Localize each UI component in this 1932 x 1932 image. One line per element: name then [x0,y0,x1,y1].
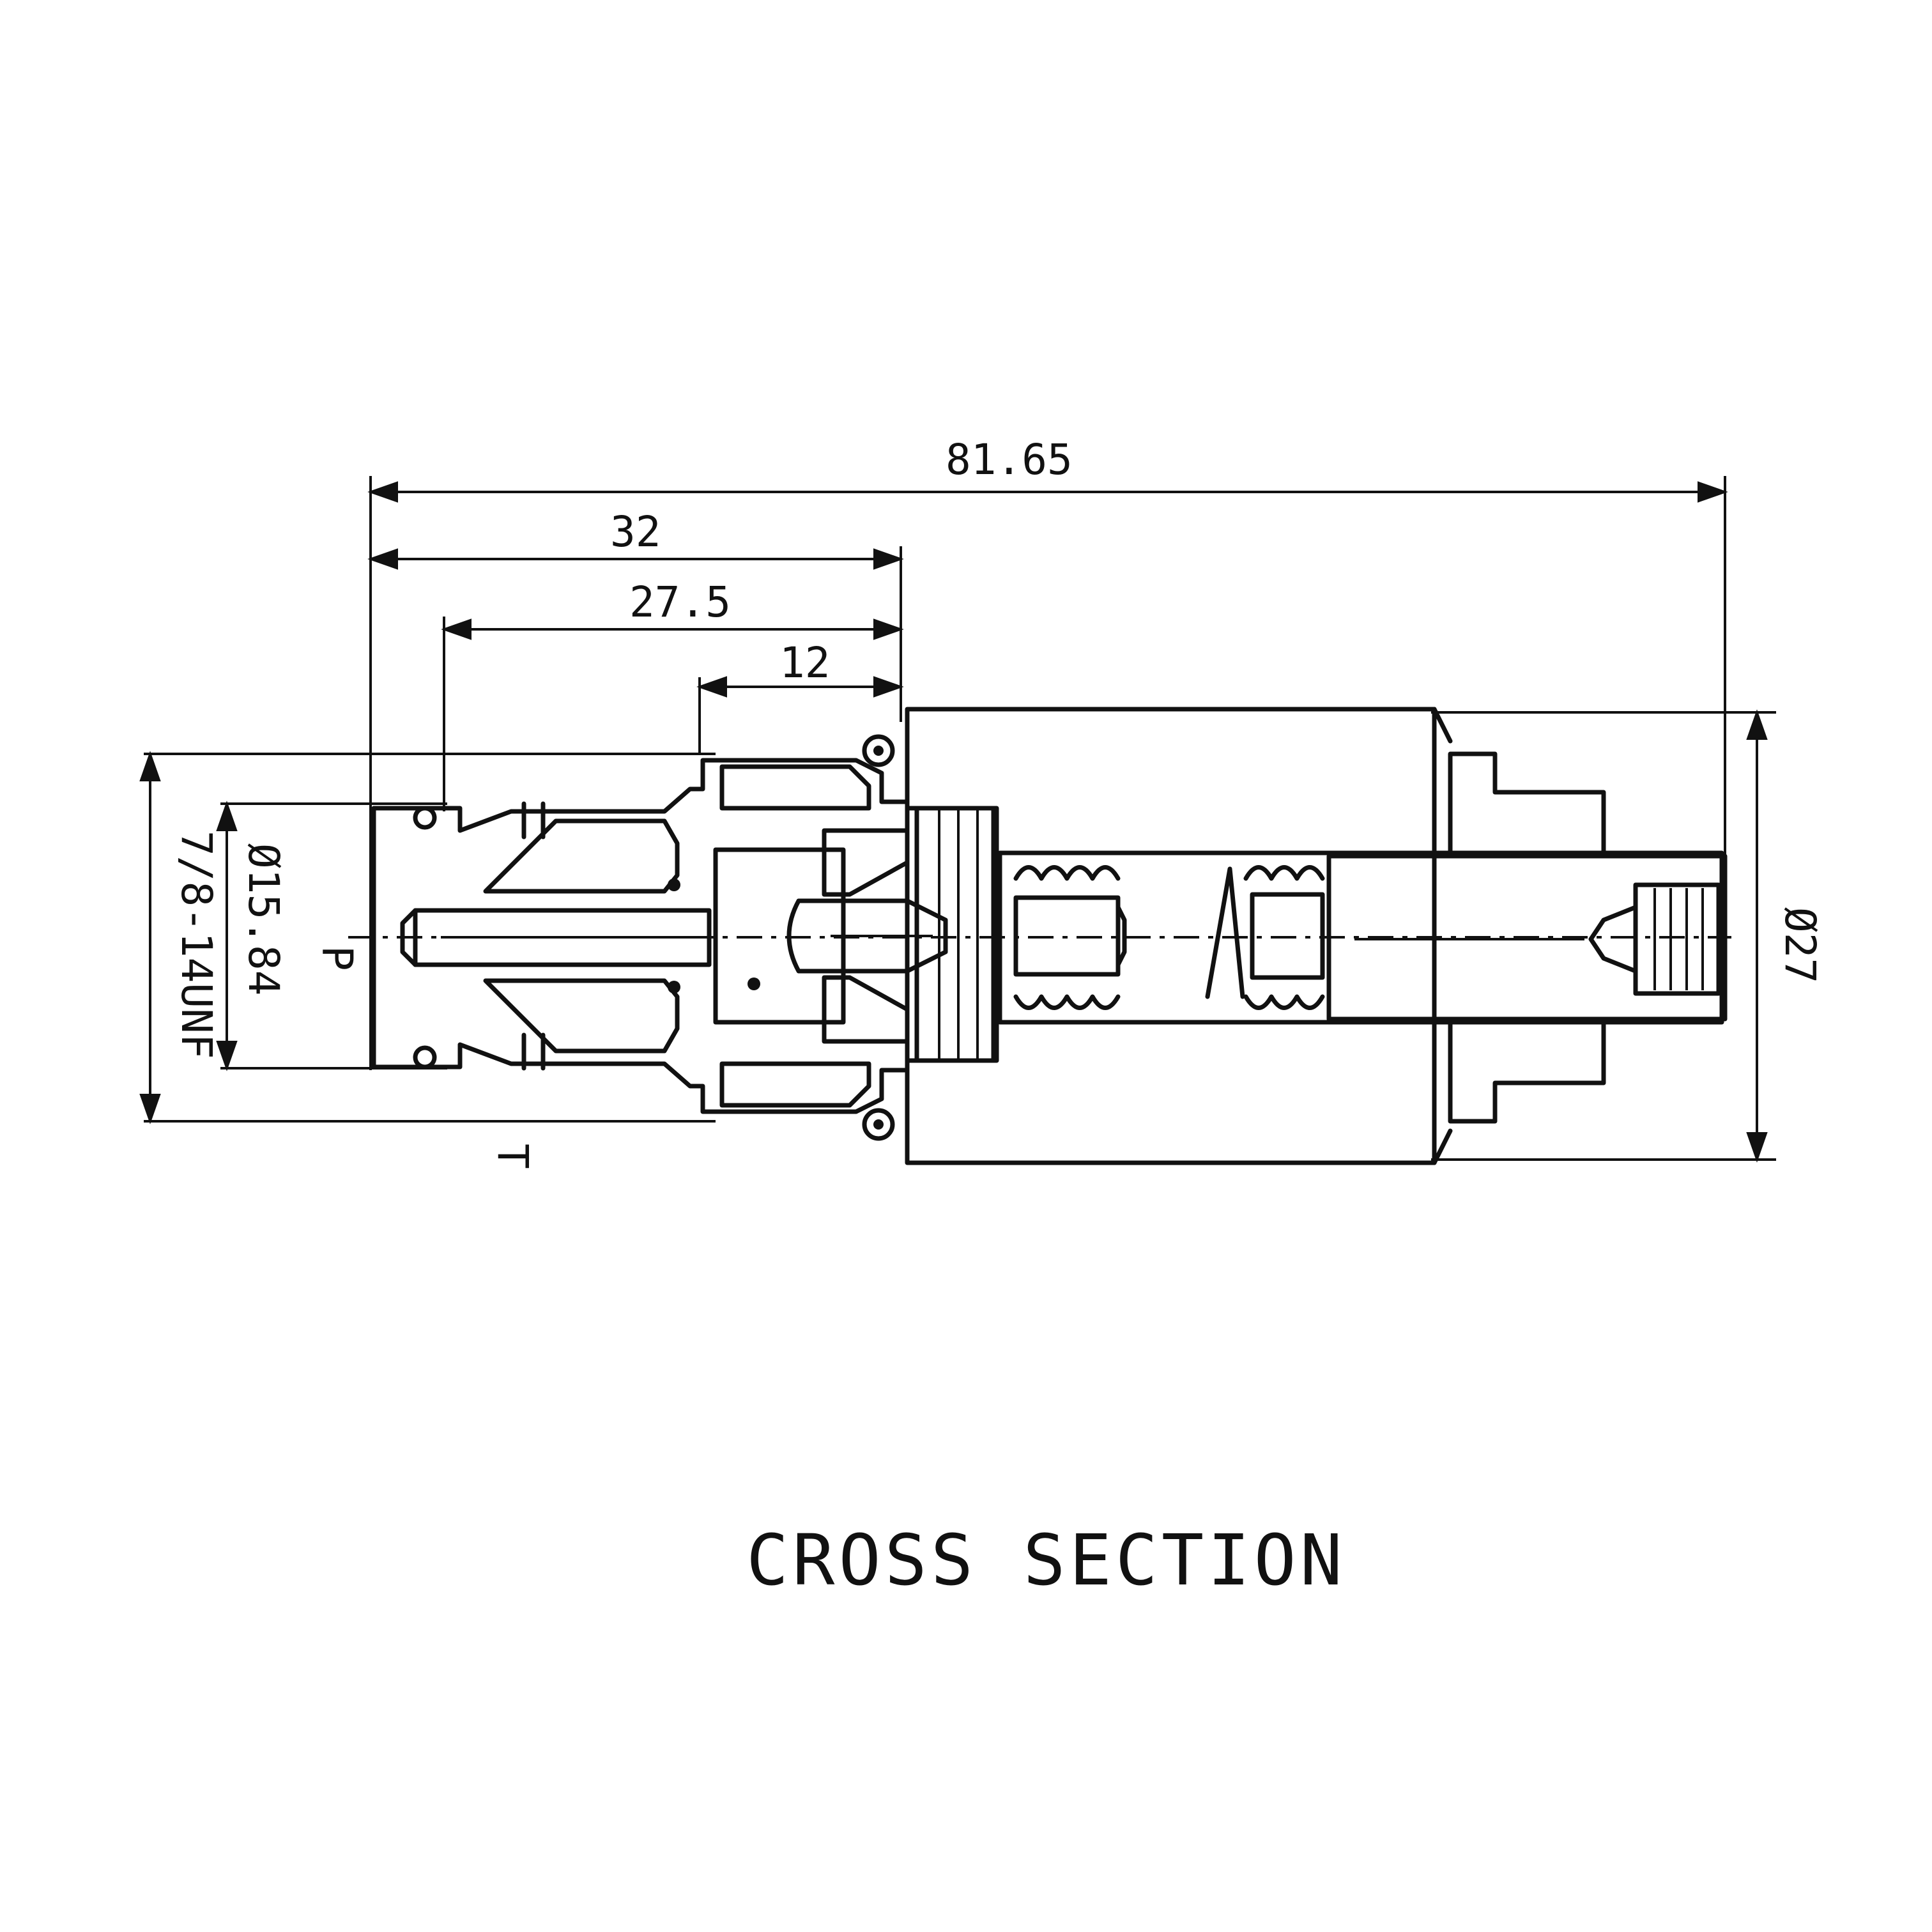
dim-thread: 7/8-14UNF [172,831,221,1059]
port-label-pressure: P [312,946,362,971]
cartridge-body [371,758,910,1114]
dim-body-diameter: Ø27 [1775,907,1825,983]
dim-27-5: 27.5 [629,578,731,627]
dim-overall-length: 81.65 [946,435,1073,484]
spring-front [1013,865,1127,1010]
dim-port-diameter: Ø15.84 [239,843,288,995]
drawing-caption: CROSS SECTION [746,1519,1346,1601]
port-label-tank: T [488,1144,537,1169]
o-rings [413,734,895,1141]
armature [786,806,996,1063]
dim-12: 12 [779,638,830,687]
dimension-lines [139,476,1776,1163]
dim-32: 32 [610,507,661,556]
rear-nut [1448,751,1606,1124]
